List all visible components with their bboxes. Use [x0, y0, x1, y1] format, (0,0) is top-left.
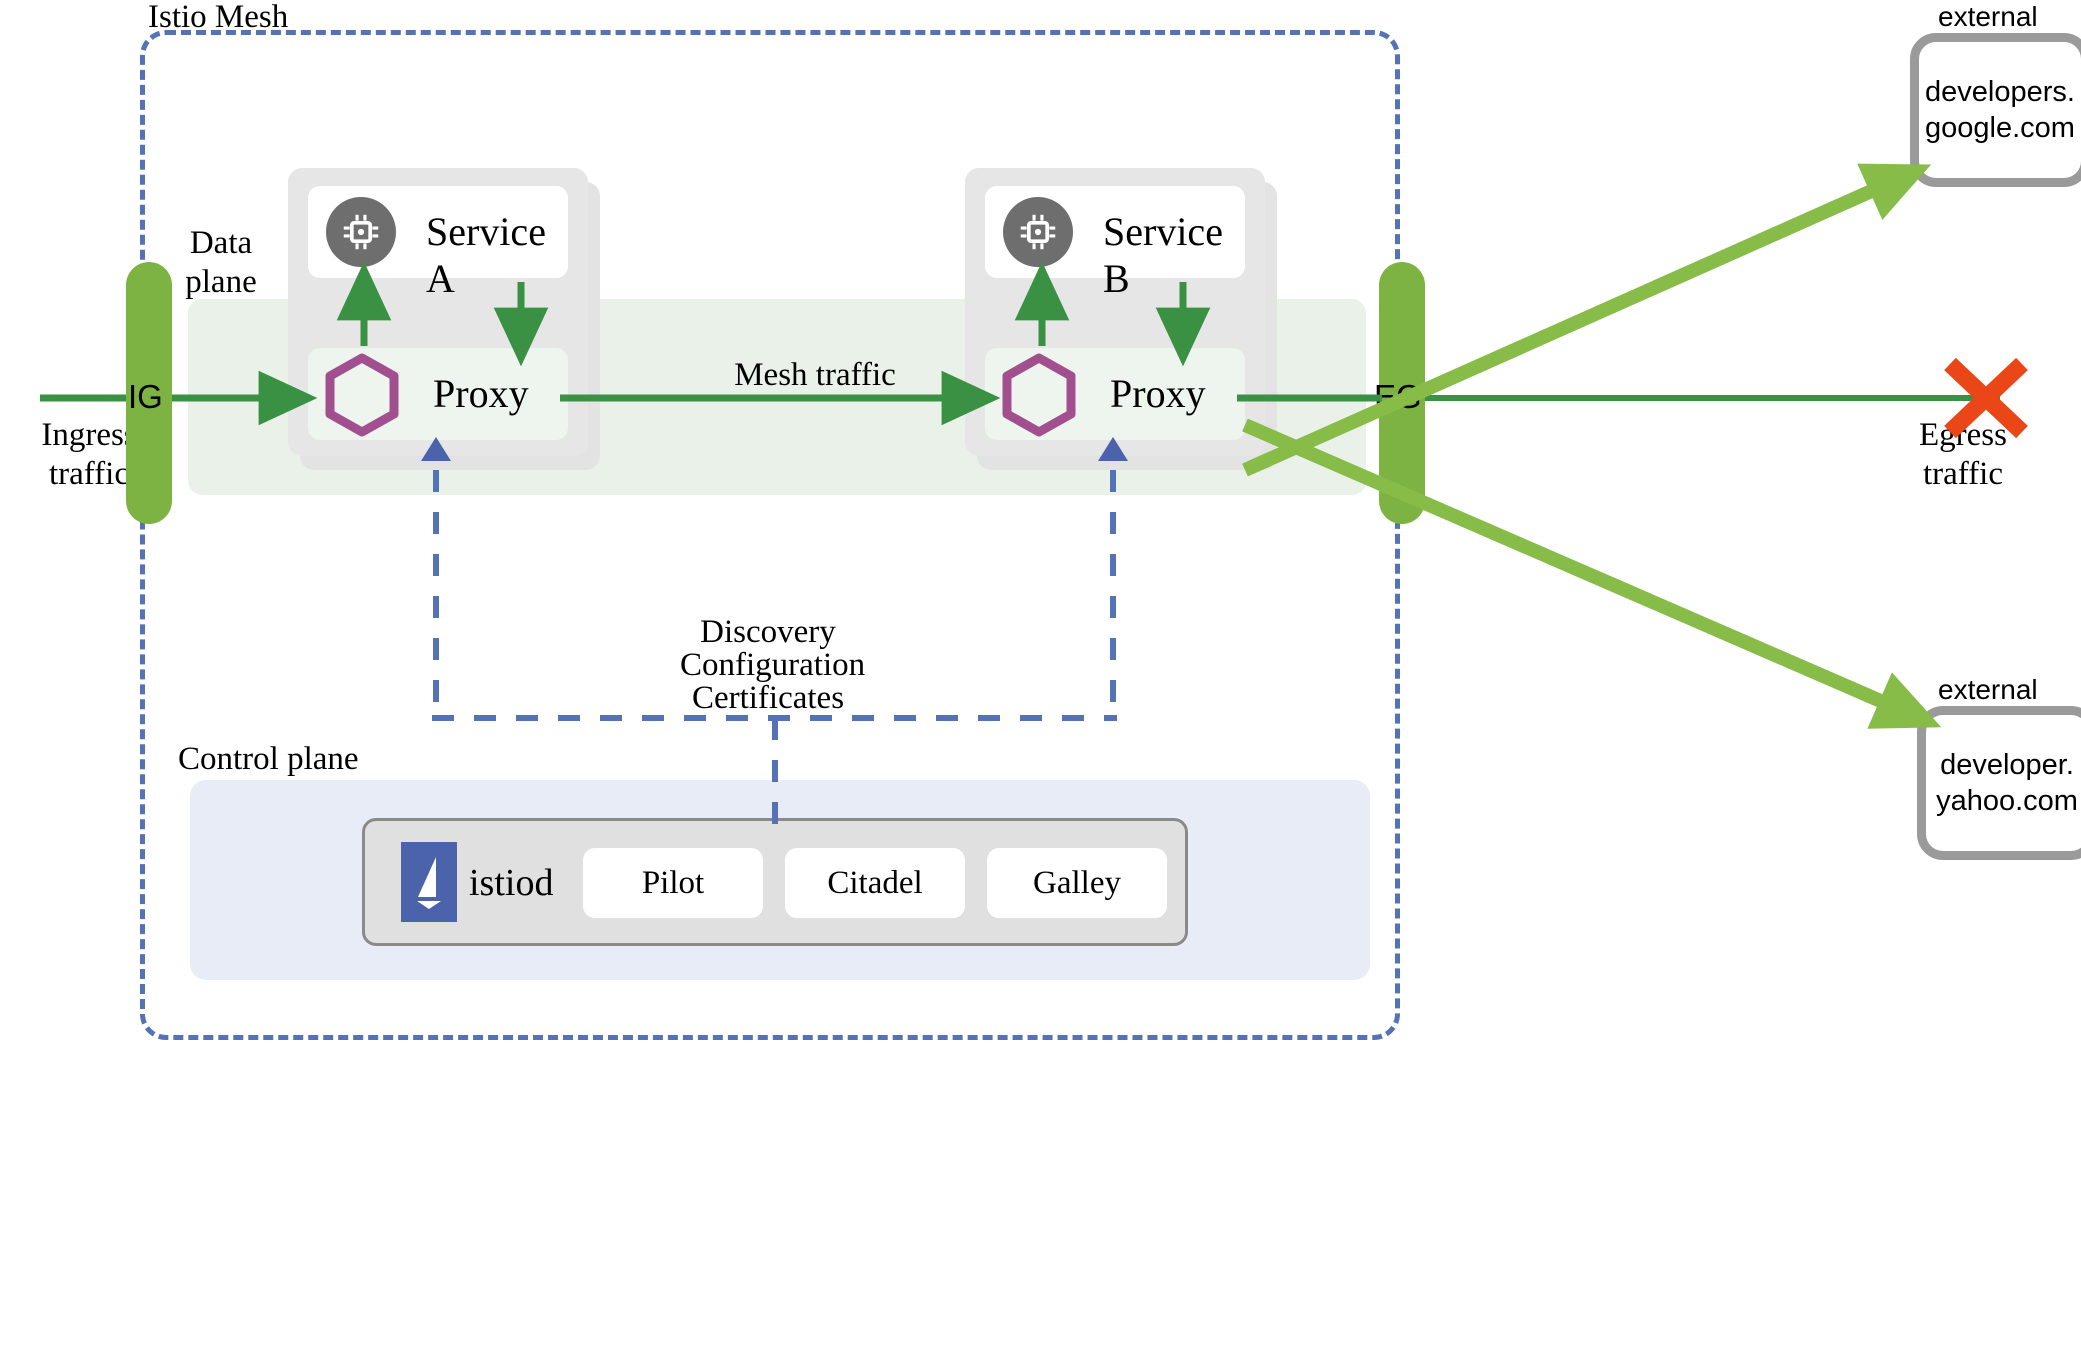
envoy-hexagon-icon	[1001, 353, 1077, 442]
proxy-b-control-plane-marker	[1098, 437, 1128, 461]
external-caption-yahoo: external	[1938, 674, 2038, 705]
data-plane-label: Data plane	[185, 225, 257, 300]
ingress-traffic-label: Ingress traffic	[41, 417, 137, 492]
envoy-hexagon-icon	[324, 353, 400, 442]
service-b-label: Service B	[1103, 209, 1223, 301]
pod-a-proxy-label: Proxy	[433, 371, 529, 416]
service-a-label: Service A	[426, 209, 546, 301]
istio-sail-icon	[401, 842, 457, 922]
pod-a[interactable]: Service A Proxy	[288, 168, 588, 456]
pod-b-proxy-card[interactable]: Proxy	[985, 348, 1245, 440]
external-service-yahoo-host: developer. yahoo.com	[1936, 748, 2078, 817]
pilot-label: Pilot	[641, 864, 705, 901]
egress-gateway-label: EG	[1374, 378, 1422, 415]
pod-b[interactable]: Service B Proxy	[965, 168, 1265, 456]
discovery-configuration-certificates-label: Discovery Configuration Certificates	[680, 614, 866, 716]
istiod-container[interactable]: istiod Pilot Citadel Galley	[362, 818, 1188, 946]
pod-b-proxy-label: Proxy	[1110, 371, 1206, 416]
galley-label: Galley	[1033, 864, 1121, 901]
control-plane-component-citadel[interactable]: Citadel	[785, 848, 965, 918]
service-b-card[interactable]: Service B	[985, 186, 1245, 301]
istiod-label: istiod	[469, 862, 554, 904]
external-service-google[interactable]: developers. google.com	[1910, 33, 2081, 187]
external-caption-google: external	[1938, 1, 2038, 32]
pod-a-proxy-card[interactable]: Proxy	[308, 348, 568, 440]
cpu-chip-icon	[326, 197, 396, 267]
cpu-chip-icon	[1003, 197, 1073, 267]
mesh-traffic-label: Mesh traffic	[734, 357, 896, 393]
control-plane-label: Control plane	[178, 741, 359, 777]
control-plane-component-pilot[interactable]: Pilot	[583, 848, 763, 918]
ingress-gateway[interactable]	[126, 262, 172, 524]
istio-mesh-title: Istio Mesh	[148, 0, 289, 35]
egress-traffic-label: Egress traffic	[1919, 417, 2007, 492]
service-a-card[interactable]: Service A	[308, 186, 568, 301]
ingress-gateway-label: IG	[128, 378, 163, 415]
external-service-yahoo[interactable]: developer. yahoo.com	[1917, 706, 2081, 860]
proxy-a-control-plane-marker	[421, 437, 451, 461]
control-plane-component-galley[interactable]: Galley	[987, 848, 1167, 918]
citadel-label: Citadel	[827, 864, 923, 901]
external-service-google-host: developers. google.com	[1925, 75, 2075, 144]
